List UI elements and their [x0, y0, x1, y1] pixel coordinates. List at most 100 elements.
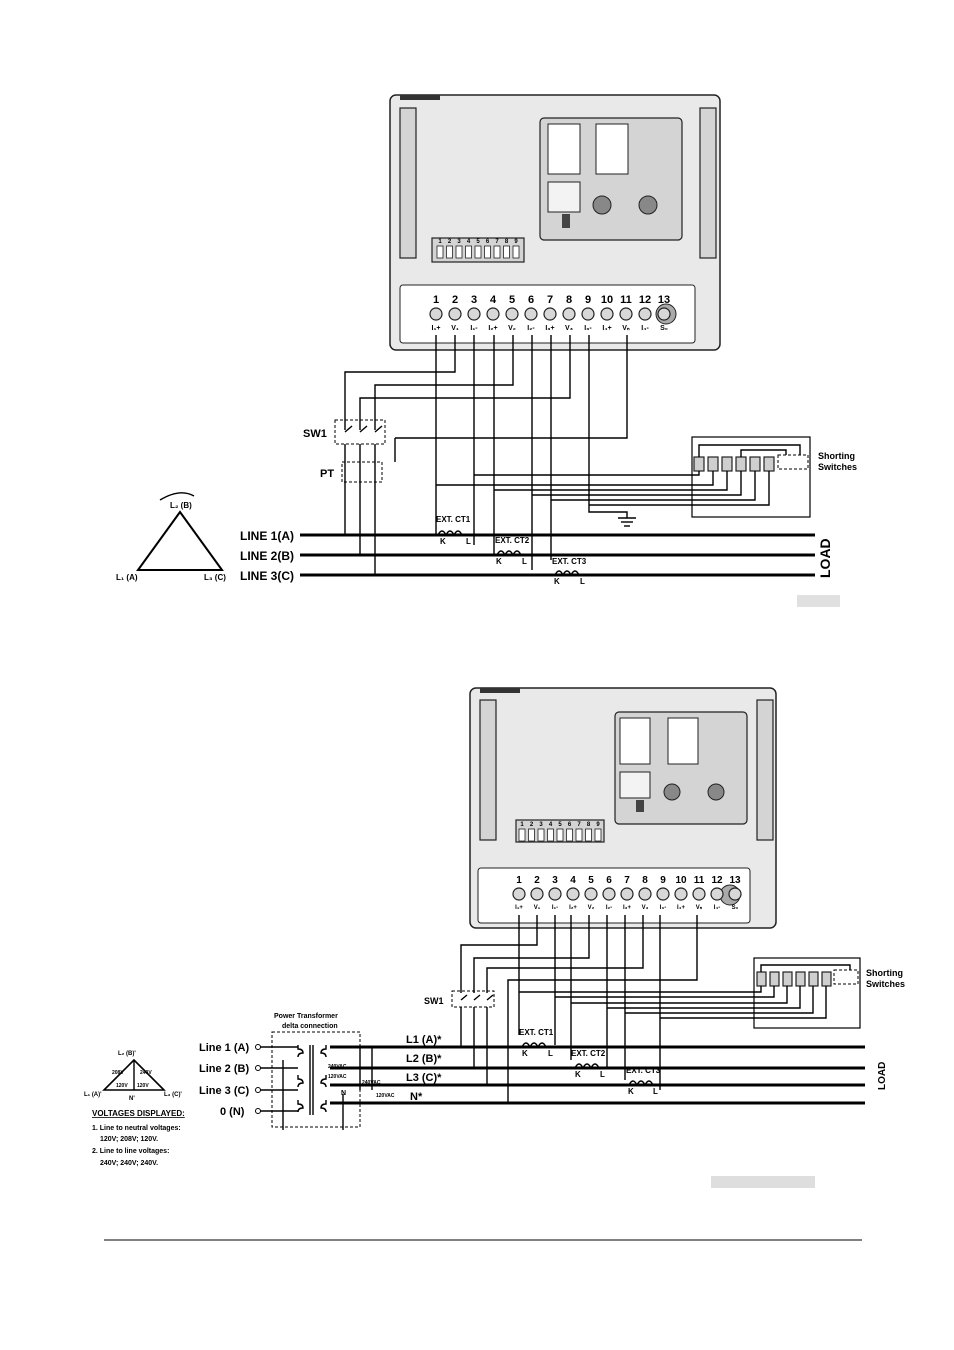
top-ct-1-k: K [440, 537, 446, 546]
diagram_top-header-pin-label: 3 [457, 239, 461, 245]
diagram_top-terminal-label: S₀ [660, 325, 668, 332]
diagram_top-terminal-screw [429, 307, 443, 321]
top-shorting-switches: Shorting Switches [436, 436, 857, 518]
diagram_top-terminal-label: V₂ [508, 325, 516, 332]
bottom-ct-3-label: EXT. CT3 [626, 1066, 661, 1075]
bottom-line-n-label: 0 (N) [220, 1106, 245, 1118]
bottom-ct-3-k: K [628, 1087, 634, 1096]
diagram_bottom-terminal-screw [656, 887, 670, 901]
diagram_top-header-pin-label: 2 [448, 239, 452, 245]
top-triangle-l1: L₁ (A) [116, 573, 138, 582]
bottom-power-transformer: Power Transformer delta connection 240VA… [271, 1013, 395, 1130]
diagram_top-terminal-number: 1 [433, 294, 439, 306]
diagram_top-terminal-number: 8 [566, 294, 572, 306]
top-line-1-label: LINE 1(A) [240, 529, 294, 543]
diagram_top-header-pin-label: 6 [486, 239, 490, 245]
diagram_bottom-header-pin [585, 828, 592, 842]
diagram_bottom-terminal-number: 11 [694, 875, 705, 886]
top-ct-1-label: EXT. CT1 [436, 515, 471, 524]
diagram_top-header-pin-label: 8 [505, 239, 509, 245]
diagram_bottom-terminal-number: 2 [534, 875, 540, 886]
diagram_top-terminal-number: 10 [601, 294, 613, 306]
top-figure-caption-block [797, 595, 840, 607]
diagram_bottom-terminal-number: 5 [588, 875, 594, 886]
top-shorting-label-1: Shorting [818, 451, 855, 461]
top-ct-3-label: EXT. CT3 [552, 557, 587, 566]
diagram_top-header-pin-label: 9 [514, 239, 518, 245]
diagram_bottom-terminal-label: I₃+ [623, 905, 631, 911]
diagram_bottom-header-pin-label: 9 [596, 822, 600, 828]
diagram_bottom-terminal-screw [638, 887, 652, 901]
bottom-triangle-l3: L₃ (C)' [164, 1092, 182, 1098]
diagram_top-terminal-label: I₃+ [545, 325, 554, 332]
diagram_top-header-pin-label: 7 [495, 239, 499, 245]
diagram_bottom-terminal-number: 8 [642, 875, 648, 886]
bottom-ct-2-label: EXT. CT2 [571, 1049, 606, 1058]
bottom-triangle-240v: 240V [140, 1070, 152, 1076]
top-shorting-label-2: Switches [818, 462, 857, 472]
bottom-triangle-n: N' [129, 1096, 135, 1102]
diagram_bottom-terminal-number: 3 [552, 875, 558, 886]
bottom-transformer-label-2: delta connection [282, 1023, 338, 1030]
diagram_top-header-pin [503, 245, 510, 259]
diagram_bottom-terminal-label: I₄- [714, 905, 721, 911]
diagram_top-terminal-number: 13 [658, 294, 670, 306]
diagram_bottom-terminal-label: V₃ [642, 905, 649, 911]
diagram_bottom-terminal-screw [584, 887, 598, 901]
bottom-ct-1-label: EXT. CT1 [519, 1028, 554, 1037]
diagram_top-terminal-label: I₄- [641, 325, 649, 332]
diagram_bottom-terminal-screw [602, 887, 616, 901]
diagram_bottom-terminal-label: I₂+ [569, 905, 577, 911]
diagram_top-terminal-screw [600, 307, 614, 321]
top-ct-2-k: K [496, 557, 502, 566]
bottom-volt-2: 120VAC [328, 1074, 347, 1080]
bottom-line-2-label: Line 2 (B) [199, 1063, 249, 1075]
bottom-voltages-legend: VOLTAGES DISPLAYED: 1. Line to neutral v… [92, 1109, 185, 1167]
diagram_top-terminal-screw [448, 307, 462, 321]
diagram_top-header-pin [455, 245, 463, 259]
diagram_top-header-pin [436, 245, 444, 259]
diagram_top-terminal-number: 5 [509, 294, 515, 306]
diagram_top-terminal-screw [581, 307, 595, 321]
top-meter-housing [389, 94, 721, 351]
diagram_bottom-terminal-label: V₁ [534, 905, 541, 911]
diagram_bottom-terminal-label: Vₙ [696, 905, 703, 911]
diagram_top-header-pin-label: 4 [467, 239, 471, 245]
diagram_top-terminal-label: I₁- [470, 325, 478, 332]
diagram_bottom-terminal-label: V₂ [588, 905, 595, 911]
diagram_top-terminal-number: 2 [452, 294, 458, 306]
bottom-ct-2-l: L [600, 1070, 605, 1079]
diagram_top-header-pin [484, 245, 491, 259]
diagram_bottom-terminal-screw [710, 887, 724, 901]
diagram_bottom-terminal-label: I₂- [606, 905, 612, 911]
bottom-voltages-note-1: 1. Line to neutral voltages: [92, 1125, 181, 1132]
bottom-sw1-label: SW1 [424, 996, 444, 1006]
bottom-figure-caption-block [711, 1176, 815, 1188]
bottom-voltages-note-4: 240V; 240V; 240V. [100, 1160, 158, 1167]
diagram_top-header-pin-label: 1 [438, 239, 442, 245]
diagram_bottom-terminal-number: 4 [570, 875, 576, 886]
bottom-ct-2: EXT. CT2 K L [571, 1049, 606, 1079]
diagram_bottom-terminal-screw [674, 887, 688, 901]
diagram_bottom-header-pin [575, 828, 583, 842]
bottom-l1-label: L1 (A)* [406, 1034, 442, 1046]
bottom-voltage-triangle: L₂ (B)' L₁ (A)' L₃ (C)' N' 208V 240V 120… [84, 1051, 182, 1102]
top-ground-icon [588, 505, 636, 527]
diagram_bottom-header-pin-label: 7 [577, 822, 581, 828]
bottom-ct-3-l: L [653, 1087, 658, 1096]
bottom-ct-3: EXT. CT3 K L [626, 1066, 661, 1096]
bottom-l3-label: L3 (C)* [406, 1072, 442, 1084]
diagram_top-terminal-label: I₄+ [602, 325, 611, 332]
diagram_top-terminal-screw [467, 307, 481, 321]
bottom-ct-2-k: K [575, 1070, 581, 1079]
top-triangle-l3: L₃ (C) [204, 573, 226, 582]
top-pt-label: PT [320, 468, 334, 480]
diagram_bottom-header-pin [594, 828, 602, 842]
diagram_bottom-terminal-screw [692, 887, 706, 901]
top-ct-1: EXT. CT1 K L [435, 515, 474, 546]
bottom-line-3-label: Line 3 (C) [199, 1085, 249, 1097]
diagram_top-terminal-screw [619, 307, 633, 321]
diagram_bottom-header-pin-label: 6 [568, 822, 572, 828]
diagram_bottom-terminal-screw [620, 887, 634, 901]
